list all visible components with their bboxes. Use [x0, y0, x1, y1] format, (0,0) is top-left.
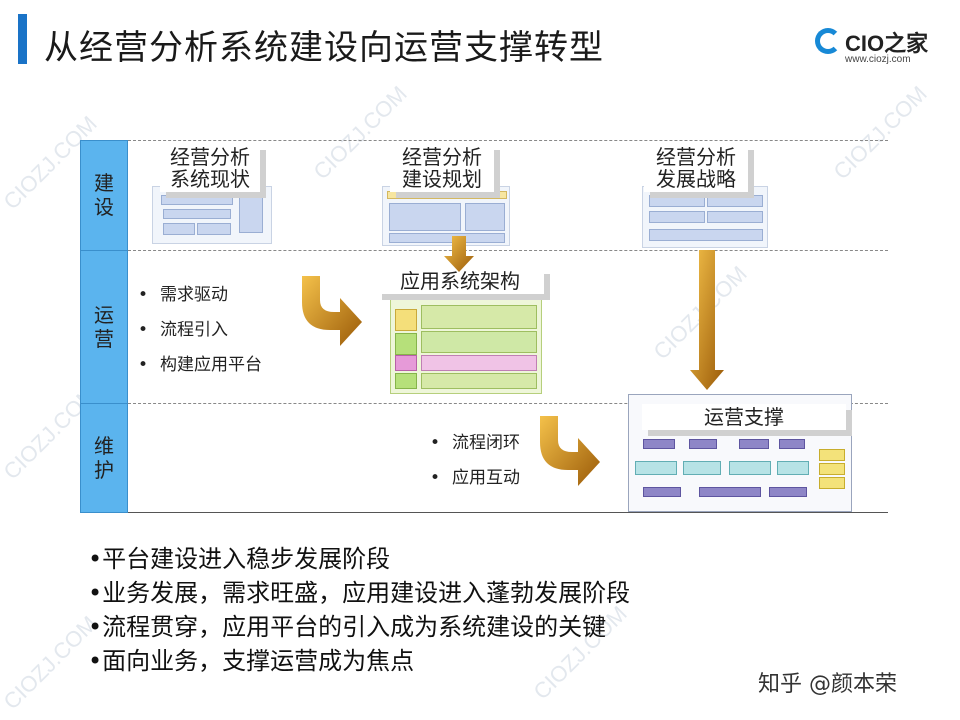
- logo-url: www.ciozj.com: [845, 54, 911, 65]
- arrow-strategy-to-support: [690, 250, 724, 390]
- row-build: 建 设: [80, 140, 128, 251]
- list-item: 流程闭环: [430, 428, 520, 453]
- list-item: 构建应用平台: [138, 350, 262, 375]
- row-divider: [128, 512, 888, 513]
- arrow-ops-curve: [302, 276, 362, 346]
- row-operate-label: 运 营: [94, 303, 114, 351]
- architecture-thumbnail: [390, 292, 542, 394]
- row-maintain: 维 护: [80, 403, 128, 513]
- logo-name: CIO之家: [845, 31, 929, 56]
- list-item: 业务发展，需求旺盛，应用建设进入蓬勃发展阶段: [88, 576, 630, 610]
- row-divider: [128, 403, 888, 404]
- row-divider: [128, 250, 888, 251]
- card-current-title: 经营分析 系统现状: [160, 144, 260, 192]
- arrow-maint-curve: [540, 416, 600, 486]
- card-strategy-title: 经营分析 发展战略: [644, 144, 748, 192]
- title-accent-bar: [18, 14, 27, 64]
- current-system-thumbnail: [152, 186, 272, 244]
- row-maintain-label: 维 护: [94, 434, 114, 482]
- arrow-planning-to-architecture: [444, 236, 474, 272]
- row-operate: 运 营: [80, 250, 128, 404]
- card-support-title: 运营支撑: [642, 404, 846, 430]
- logo: CIO之家 www.ciozj.com: [815, 26, 945, 68]
- list-item: 面向业务，支撑运营成为焦点: [88, 644, 630, 678]
- card-planning-title: 经营分析 建设规划: [390, 144, 494, 192]
- card-architecture-title: 应用系统架构: [376, 268, 544, 294]
- credit-text: 知乎 @颜本荣: [758, 672, 897, 697]
- logo-ring-icon: [815, 28, 841, 54]
- maint-bullet-list: 流程闭环 应用互动: [430, 428, 520, 488]
- list-item: 平台建设进入稳步发展阶段: [88, 542, 630, 576]
- row-divider: [128, 140, 888, 141]
- summary-bullet-list: 平台建设进入稳步发展阶段 业务发展，需求旺盛，应用建设进入蓬勃发展阶段 流程贯穿…: [88, 542, 630, 678]
- planning-thumbnail: [382, 186, 510, 246]
- page-title: 从经营分析系统建设向运营支撑转型: [44, 28, 604, 68]
- strategy-thumbnail: [642, 186, 768, 248]
- ops-bullet-list: 需求驱动 流程引入 构建应用平台: [138, 280, 262, 375]
- list-item: 流程引入: [138, 315, 262, 340]
- list-item: 流程贯穿，应用平台的引入成为系统建设的关键: [88, 610, 630, 644]
- row-build-label: 建 设: [94, 171, 114, 219]
- list-item: 需求驱动: [138, 280, 262, 305]
- list-item: 应用互动: [430, 463, 520, 488]
